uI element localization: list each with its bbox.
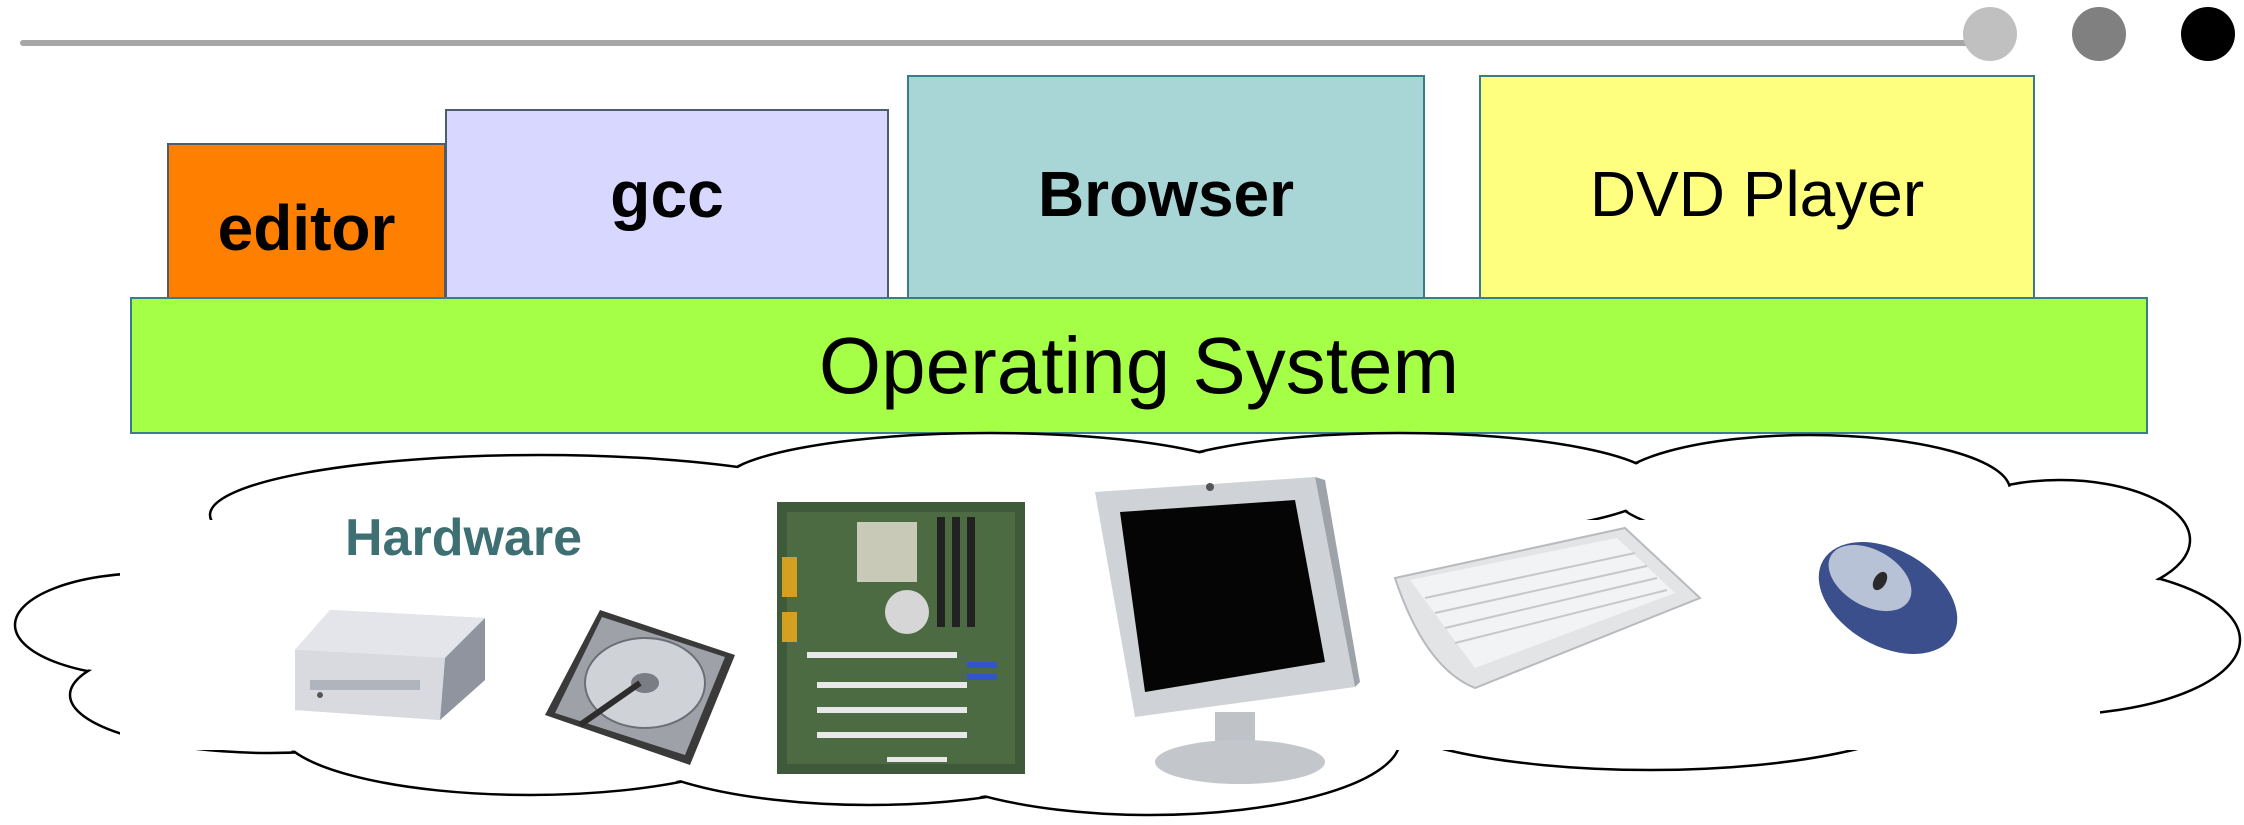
browser-box: Browser (907, 75, 1425, 300)
operating-system-box: Operating System (130, 297, 2148, 434)
gcc-box: gcc (445, 109, 889, 300)
monitor-icon (1095, 477, 1360, 784)
dvd-player-box: DVD Player (1479, 75, 2035, 300)
title-rule (20, 40, 1990, 46)
browser-label: Browser (1037, 158, 1295, 230)
dvd-player-label: DVD Player (1589, 158, 1925, 230)
gcc-label: gcc (610, 156, 724, 231)
mouse-icon (1818, 542, 1958, 654)
dot-medium-icon (2072, 7, 2126, 61)
keyboard-icon (1393, 526, 1702, 690)
dot-light-icon (1963, 7, 2017, 61)
cd-drive-icon (295, 610, 485, 720)
editor-box: editor (167, 143, 446, 300)
hard-disk-icon (545, 610, 735, 765)
dot-dark-icon (2181, 7, 2235, 61)
operating-system-label: Operating System (818, 320, 1460, 410)
hardware-label: Hardware (345, 509, 582, 567)
motherboard-icon (777, 502, 1025, 774)
editor-label: editor (217, 191, 396, 264)
